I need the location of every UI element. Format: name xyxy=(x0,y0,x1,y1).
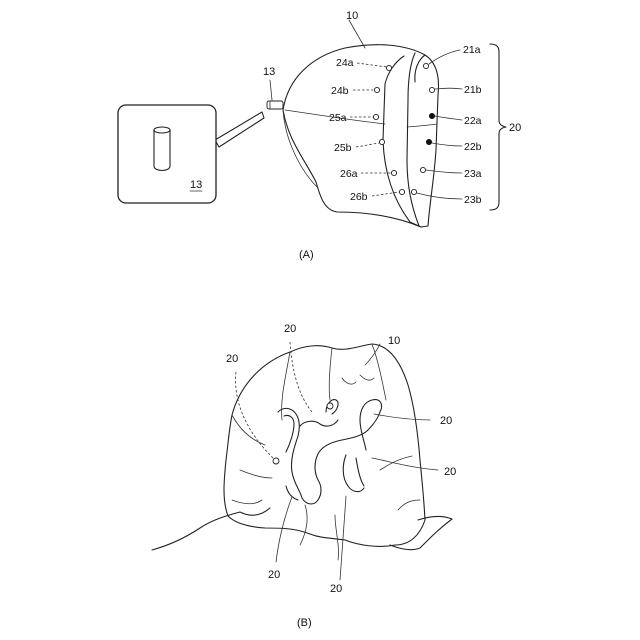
label-21b: 21b xyxy=(464,84,482,96)
label-25a: 25a xyxy=(329,112,347,124)
label-b-20-bottom-right: 20 xyxy=(330,583,342,595)
caption-a: (A) xyxy=(299,249,314,261)
label-24a: 24a xyxy=(336,57,354,69)
label-22b: 22b xyxy=(464,141,482,153)
label-25b: 25b xyxy=(334,142,352,154)
figure-a: 13 10 13 20 24a xyxy=(118,10,521,261)
hood-b-outline xyxy=(224,344,425,546)
label-26b: 26b xyxy=(350,191,368,203)
detail-label: 13 xyxy=(190,179,202,191)
label-b-20-right-upper: 20 xyxy=(440,415,452,427)
caption-b: (B) xyxy=(297,617,312,629)
ground-line xyxy=(152,508,452,550)
sensor-13 xyxy=(267,101,283,109)
label-23b: 23b xyxy=(464,194,482,206)
label-26a: 26a xyxy=(340,168,358,180)
label-b-20-right-lower: 20 xyxy=(444,466,456,478)
label-sensor: 13 xyxy=(263,66,275,78)
label-21a: 21a xyxy=(463,44,481,56)
group-bracket xyxy=(490,44,506,210)
label-b-hood: 10 xyxy=(388,335,400,347)
label-23a: 23a xyxy=(464,168,482,180)
label-b-20-top: 20 xyxy=(284,323,296,335)
label-hood-a: 10 xyxy=(346,10,358,22)
label-22a: 22a xyxy=(464,115,482,127)
figure-b: 20 20 10 20 20 20 20 (B) xyxy=(152,323,456,629)
strip-band xyxy=(278,400,382,504)
label-group: 20 xyxy=(509,122,521,134)
label-24b: 24b xyxy=(331,85,349,97)
label-b-20-bottom-left: 20 xyxy=(268,569,280,581)
label-b-20-left: 20 xyxy=(226,353,238,365)
